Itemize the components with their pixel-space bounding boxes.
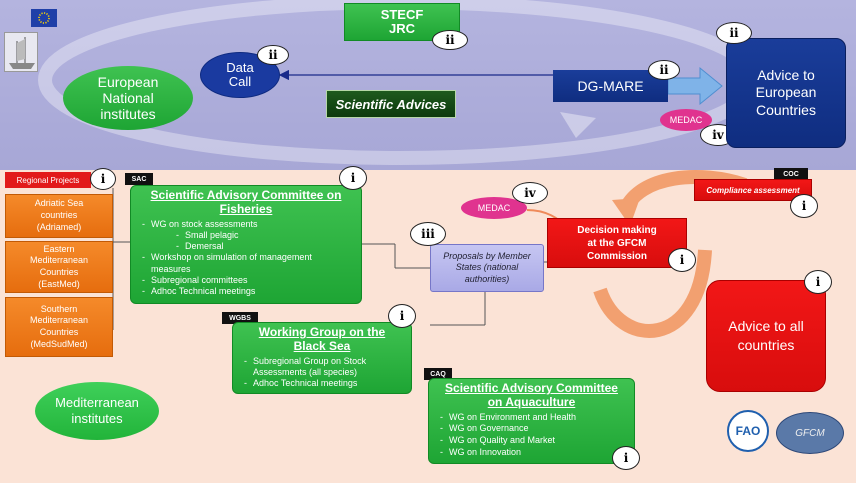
medac-top-label: MEDAC xyxy=(669,115,703,125)
sac-item: Subregional committees xyxy=(142,275,353,287)
wgbs-item: Adhoc Technical meetings xyxy=(244,378,403,390)
caq-tag: CAQ xyxy=(424,368,452,380)
data-call-line1: Data xyxy=(226,59,254,75)
caq-list: WG on Environment and Health WG on Gover… xyxy=(437,412,626,459)
caq-item: WG on Quality and Market xyxy=(440,435,626,447)
advice-eu-arrow-icon xyxy=(667,66,723,106)
sac-subitem: Small pelagic xyxy=(176,230,353,242)
badge-i: i xyxy=(90,168,116,190)
dg-mare-label: DG-MARE xyxy=(577,78,644,94)
mediterranean-institutes-ellipse: Mediterranean institutes xyxy=(35,382,159,440)
ship-sketch-icon xyxy=(4,32,38,72)
regional-project-medsudmed: Southern Mediterranean Countries (MedSud… xyxy=(5,297,113,357)
advice-eu-line3: Countries xyxy=(756,101,816,118)
badge-iv: iv xyxy=(512,182,548,204)
badge-ii: ii xyxy=(648,60,680,80)
sac-item: Adhoc Technical meetings xyxy=(142,286,353,298)
compliance-box: Compliance assessment xyxy=(694,179,812,201)
orange-cycle-bottom xyxy=(593,249,712,338)
sac-list: WG on stock assessments Small pelagic De… xyxy=(139,219,353,298)
scientific-advices-label: Scientific Advices xyxy=(335,96,447,112)
badge-ii: ii xyxy=(716,22,752,44)
caq-title: Scientific Advisory Committee on Aquacul… xyxy=(445,381,618,409)
sac-item: Workshop on simulation of management mea… xyxy=(142,252,353,275)
regional-projects-label: Regional Projects xyxy=(5,172,91,188)
national-institutes-ellipse: European National institutes xyxy=(63,66,193,130)
eu-flag-icon xyxy=(31,9,57,27)
sac-sublist: Small pelagic Demersal xyxy=(151,230,353,253)
advice-eu-line2: European xyxy=(755,84,817,101)
medac-bottom-label: MEDAC xyxy=(477,203,511,213)
coc-tag: COC xyxy=(774,168,808,180)
advice-eu-box: Advice to European Countries xyxy=(726,38,846,148)
badge-i: i xyxy=(612,446,640,470)
badge-i: i xyxy=(339,166,367,190)
badge-iii: iii xyxy=(410,222,446,246)
data-call-line2: Call xyxy=(228,74,252,89)
wgbs-title: Working Group on the Black Sea xyxy=(258,325,386,353)
advice-all-box: Advice to all countries xyxy=(706,280,826,392)
scientific-advices-box: Scientific Advices xyxy=(326,90,456,118)
cycle-arrowhead-icon xyxy=(560,112,596,138)
sac-tag: SAC xyxy=(125,173,153,185)
fao-logo: FAO xyxy=(727,410,769,452)
badge-ii: ii xyxy=(257,45,289,65)
wgbs-box: Working Group on the Black Sea Subregion… xyxy=(232,322,412,394)
badge-i: i xyxy=(388,304,416,328)
badge-i: i xyxy=(790,194,818,218)
caq-item: WG on Innovation xyxy=(440,447,626,459)
jrc-label: JRC xyxy=(388,21,415,36)
badge-i: i xyxy=(804,270,832,294)
wgbs-tag: WGBS xyxy=(222,312,258,324)
orange-cycle-head-icon xyxy=(612,198,640,226)
decision-box: Decision making at the GFCM Commission xyxy=(547,218,687,268)
national-line1: European xyxy=(97,73,159,90)
national-line2: National xyxy=(102,89,154,106)
advice-eu-line1: Advice to xyxy=(757,66,815,83)
sac-box: Scientific Advisory Committee on Fisheri… xyxy=(130,185,362,304)
stecf-label: STECF xyxy=(380,6,424,22)
national-line3: institutes xyxy=(100,106,156,123)
medac-bottom-ellipse: MEDAC xyxy=(461,197,527,219)
data-call-ellipse: Data Call xyxy=(200,52,280,98)
medac-top-ellipse: MEDAC xyxy=(660,109,712,131)
regional-project-eastmed: Eastern Mediterranean Countries (EastMed… xyxy=(5,241,113,293)
gfcm-logo: GFCM xyxy=(776,412,844,454)
sac-item: WG on stock assessments xyxy=(142,219,353,231)
badge-ii: ii xyxy=(432,30,468,50)
caq-item: WG on Governance xyxy=(440,423,626,435)
sac-subitem: Demersal xyxy=(176,241,353,253)
wgbs-item: Subregional Group on Stock Assessments (… xyxy=(244,356,403,379)
wgbs-list: Subregional Group on Stock Assessments (… xyxy=(241,356,403,390)
badge-i: i xyxy=(668,248,696,272)
caq-box: Scientific Advisory Committee on Aquacul… xyxy=(428,378,635,464)
regional-project-adriamed: Adriatic Sea countries (Adriamed) xyxy=(5,194,113,238)
sac-title: Scientific Advisory Committee on Fisheri… xyxy=(150,188,342,216)
proposals-box: Proposals by Member States (national aut… xyxy=(430,244,544,292)
dg-mare-box: DG-MARE xyxy=(553,70,668,102)
caq-item: WG on Environment and Health xyxy=(440,412,626,424)
